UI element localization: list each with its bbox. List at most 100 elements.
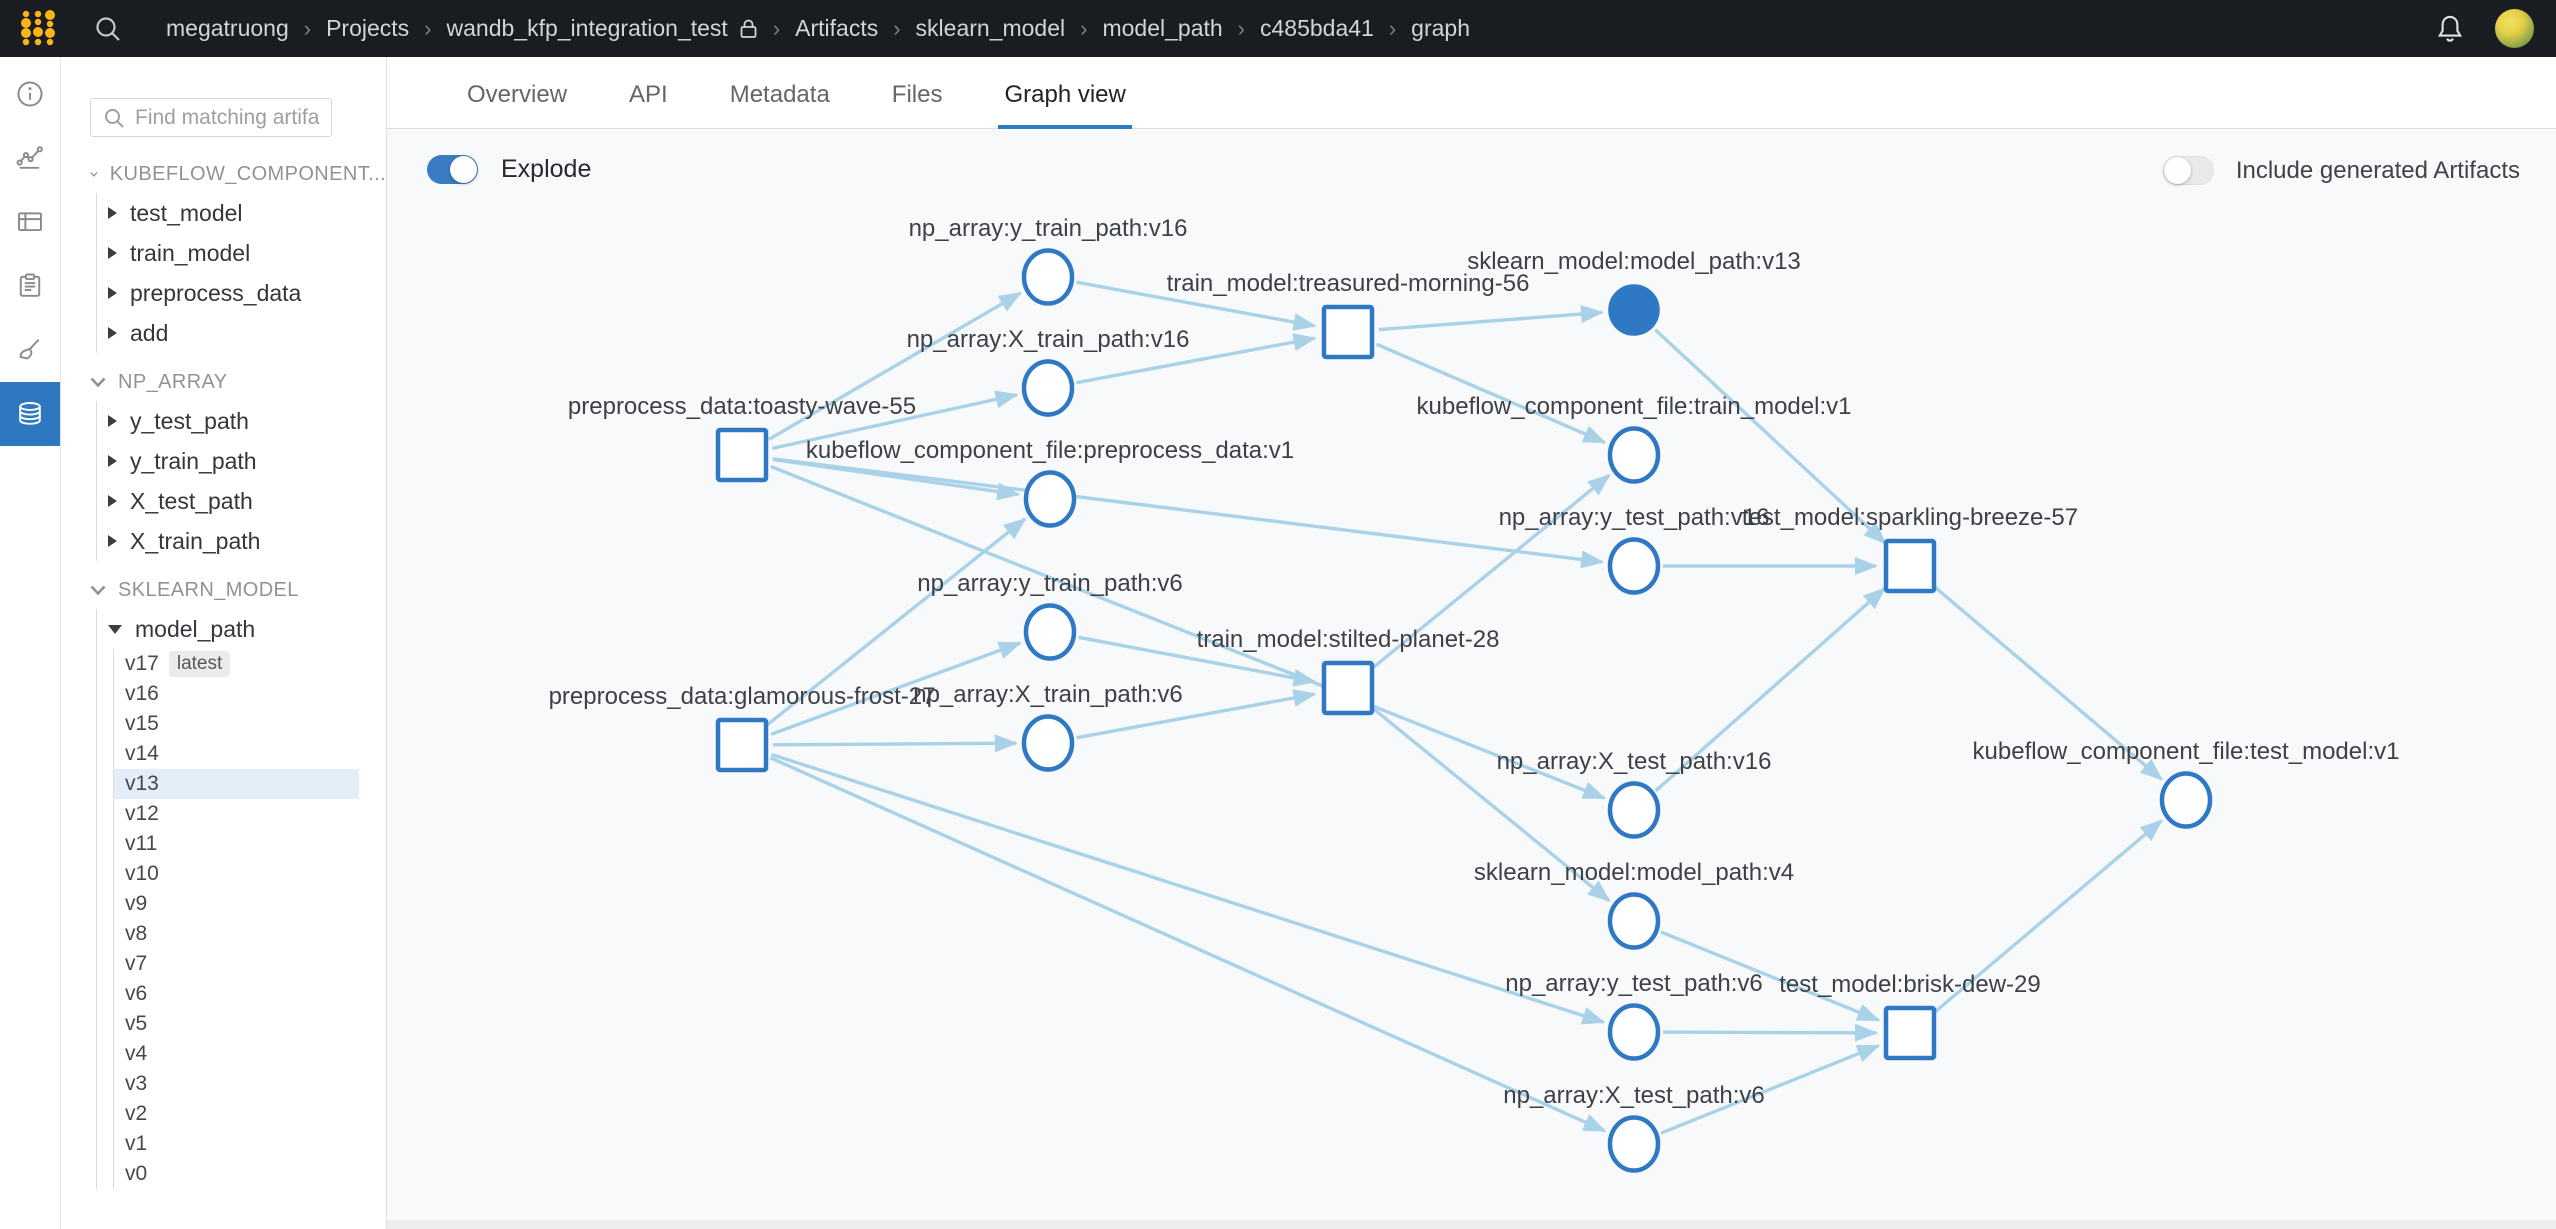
graph-node-pre_file_v1[interactable] bbox=[1023, 470, 1077, 528]
search-icon[interactable] bbox=[92, 13, 124, 45]
rail-item-clipboard-icon[interactable] bbox=[0, 254, 60, 318]
tree-section-header[interactable]: KUBEFLOW_COMPONENT... bbox=[61, 155, 386, 193]
tree-item-preprocess_data[interactable]: preprocess_data bbox=[97, 273, 386, 313]
tab-graph-view[interactable]: Graph view bbox=[998, 81, 1133, 129]
graph-node-toasty[interactable] bbox=[715, 427, 769, 483]
tree-item-y_test_path[interactable]: y_test_path bbox=[97, 401, 386, 441]
version-row-v15[interactable]: v15 bbox=[114, 709, 359, 739]
tab-files[interactable]: Files bbox=[891, 81, 943, 108]
graph-node-brisk[interactable] bbox=[1883, 1005, 1937, 1061]
version-row-v12[interactable]: v12 bbox=[114, 799, 359, 829]
version-label: v2 bbox=[125, 1102, 148, 1125]
toggle-knob bbox=[450, 156, 477, 183]
graph-edge bbox=[1375, 342, 1607, 444]
breadcrumb-item[interactable]: c485bda41 bbox=[1260, 15, 1374, 41]
artifact-search-box[interactable] bbox=[90, 98, 332, 137]
tree-item-label: preprocess_data bbox=[130, 279, 302, 306]
graph-node-y_train_v6[interactable] bbox=[1023, 603, 1077, 661]
version-row-v3[interactable]: v3 bbox=[114, 1069, 359, 1099]
version-row-v14[interactable]: v14 bbox=[114, 739, 359, 769]
horizontal-scrollbar[interactable] bbox=[387, 1220, 2556, 1229]
graph-node-sklearn_v13-selected[interactable] bbox=[1608, 284, 1660, 336]
avatar[interactable] bbox=[2495, 9, 2534, 48]
graph-node-X_train_v6[interactable] bbox=[1021, 714, 1075, 772]
graph-edge bbox=[1654, 328, 1887, 545]
graph-node-treasured[interactable] bbox=[1321, 304, 1375, 360]
tab-bar: Overview API Metadata Files Graph view bbox=[387, 57, 2556, 129]
tab-metadata[interactable]: Metadata bbox=[729, 81, 830, 108]
graph-node-sparkling[interactable] bbox=[1883, 538, 1937, 594]
version-row-v4[interactable]: v4 bbox=[114, 1039, 359, 1069]
tree-section-header[interactable]: SKLEARN_MODEL bbox=[61, 571, 386, 609]
graph-node-glamorous[interactable] bbox=[715, 717, 769, 773]
tab-api[interactable]: API bbox=[629, 81, 668, 108]
breadcrumb-separator: › bbox=[772, 15, 781, 41]
tree-item-test_model[interactable]: test_model bbox=[97, 193, 386, 233]
version-row-v11[interactable]: v11 bbox=[114, 829, 359, 859]
graph-node-y_train_v16[interactable] bbox=[1021, 248, 1075, 306]
graph-node-y_test_v16[interactable] bbox=[1607, 537, 1661, 595]
version-row-v6[interactable]: v6 bbox=[114, 979, 359, 1009]
explode-label: Explode bbox=[501, 155, 592, 183]
breadcrumb-separator: › bbox=[1388, 15, 1397, 41]
version-row-v16[interactable]: v16 bbox=[114, 679, 359, 709]
latest-badge: latest bbox=[168, 651, 231, 677]
graph-node-label: np_array:y_test_path:v6 bbox=[1505, 970, 1763, 997]
graph-edge bbox=[1932, 584, 2164, 781]
graph-node-y_test_v6[interactable] bbox=[1607, 1003, 1661, 1061]
tree-item-X_test_path[interactable]: X_test_path bbox=[97, 481, 386, 521]
tree-section-header[interactable]: NP_ARRAY bbox=[61, 363, 386, 401]
include-generated-toggle[interactable] bbox=[2162, 156, 2214, 185]
graph-node-label: test_model:sparkling-breeze-57 bbox=[1742, 504, 2078, 531]
graph-node-sklearn_v4[interactable] bbox=[1607, 892, 1661, 950]
breadcrumb-item[interactable]: wandb_kfp_integration_test bbox=[446, 15, 728, 41]
breadcrumb-item[interactable]: megatruong bbox=[166, 15, 289, 41]
graph-node-stilted[interactable] bbox=[1321, 660, 1375, 716]
version-row-v2[interactable]: v2 bbox=[114, 1099, 359, 1129]
graph-node-train_file_v1[interactable] bbox=[1607, 426, 1661, 484]
breadcrumb-item[interactable]: Projects bbox=[326, 15, 410, 41]
rail-item-broom-icon[interactable] bbox=[0, 318, 60, 382]
graph-node-label: np_array:X_test_path:v16 bbox=[1497, 748, 1772, 775]
tree-item-X_train_path[interactable]: X_train_path bbox=[97, 521, 386, 561]
tree-item-add[interactable]: add bbox=[97, 313, 386, 353]
explode-toggle[interactable] bbox=[427, 155, 478, 184]
tree-item-label: add bbox=[130, 319, 169, 346]
version-row-v1[interactable]: v1 bbox=[114, 1129, 359, 1159]
tree-item-train_model[interactable]: train_model bbox=[97, 233, 386, 273]
graph-node-test_file_v1[interactable] bbox=[2159, 771, 2213, 829]
breadcrumb-item[interactable]: model_path bbox=[1102, 15, 1223, 41]
breadcrumb-item[interactable]: sklearn_model bbox=[915, 15, 1066, 41]
version-row-v7[interactable]: v7 bbox=[114, 949, 359, 979]
version-row-v5[interactable]: v5 bbox=[114, 1009, 359, 1039]
tab-overview[interactable]: Overview bbox=[467, 81, 568, 108]
version-row-v0[interactable]: v0 bbox=[114, 1159, 359, 1189]
rail-item-line-chart-icon[interactable] bbox=[0, 126, 60, 190]
graph-node-X_test_v6[interactable] bbox=[1607, 1115, 1661, 1173]
breadcrumb-item[interactable]: graph bbox=[1411, 15, 1470, 41]
graph-edges bbox=[765, 280, 2164, 1135]
rail-item-database-icon[interactable] bbox=[0, 382, 60, 446]
graph-node-label: sklearn_model:model_path:v4 bbox=[1474, 859, 1794, 886]
graph-node-X_test_v16[interactable] bbox=[1607, 781, 1661, 839]
info-icon bbox=[17, 81, 43, 107]
rail-item-info-icon[interactable] bbox=[0, 62, 60, 126]
version-row-v9[interactable]: v9 bbox=[114, 889, 359, 919]
graph-node-X_train_v16[interactable] bbox=[1021, 359, 1075, 417]
rail-item-table-icon[interactable] bbox=[0, 190, 60, 254]
tree-section-label: KUBEFLOW_COMPONENT... bbox=[109, 162, 386, 185]
wandb-logo[interactable] bbox=[16, 6, 62, 52]
version-row-v10[interactable]: v10 bbox=[114, 859, 359, 889]
graph-edge bbox=[1370, 706, 1611, 903]
graph-node-label: np_array:X_train_path:v16 bbox=[907, 326, 1190, 353]
tree-item-y_train_path[interactable]: y_train_path bbox=[97, 441, 386, 481]
version-row-v13[interactable]: v13 bbox=[114, 769, 359, 799]
version-row-v8[interactable]: v8 bbox=[114, 919, 359, 949]
breadcrumb-item[interactable]: Artifacts bbox=[795, 15, 879, 41]
bell-icon[interactable] bbox=[2433, 12, 2467, 46]
graph-node-label: np_array:X_train_path:v6 bbox=[913, 681, 1183, 708]
graph-edge bbox=[1660, 930, 1881, 1022]
tree-item-model_path[interactable]: model_path bbox=[97, 609, 386, 649]
artifact-search-input[interactable] bbox=[135, 105, 320, 130]
